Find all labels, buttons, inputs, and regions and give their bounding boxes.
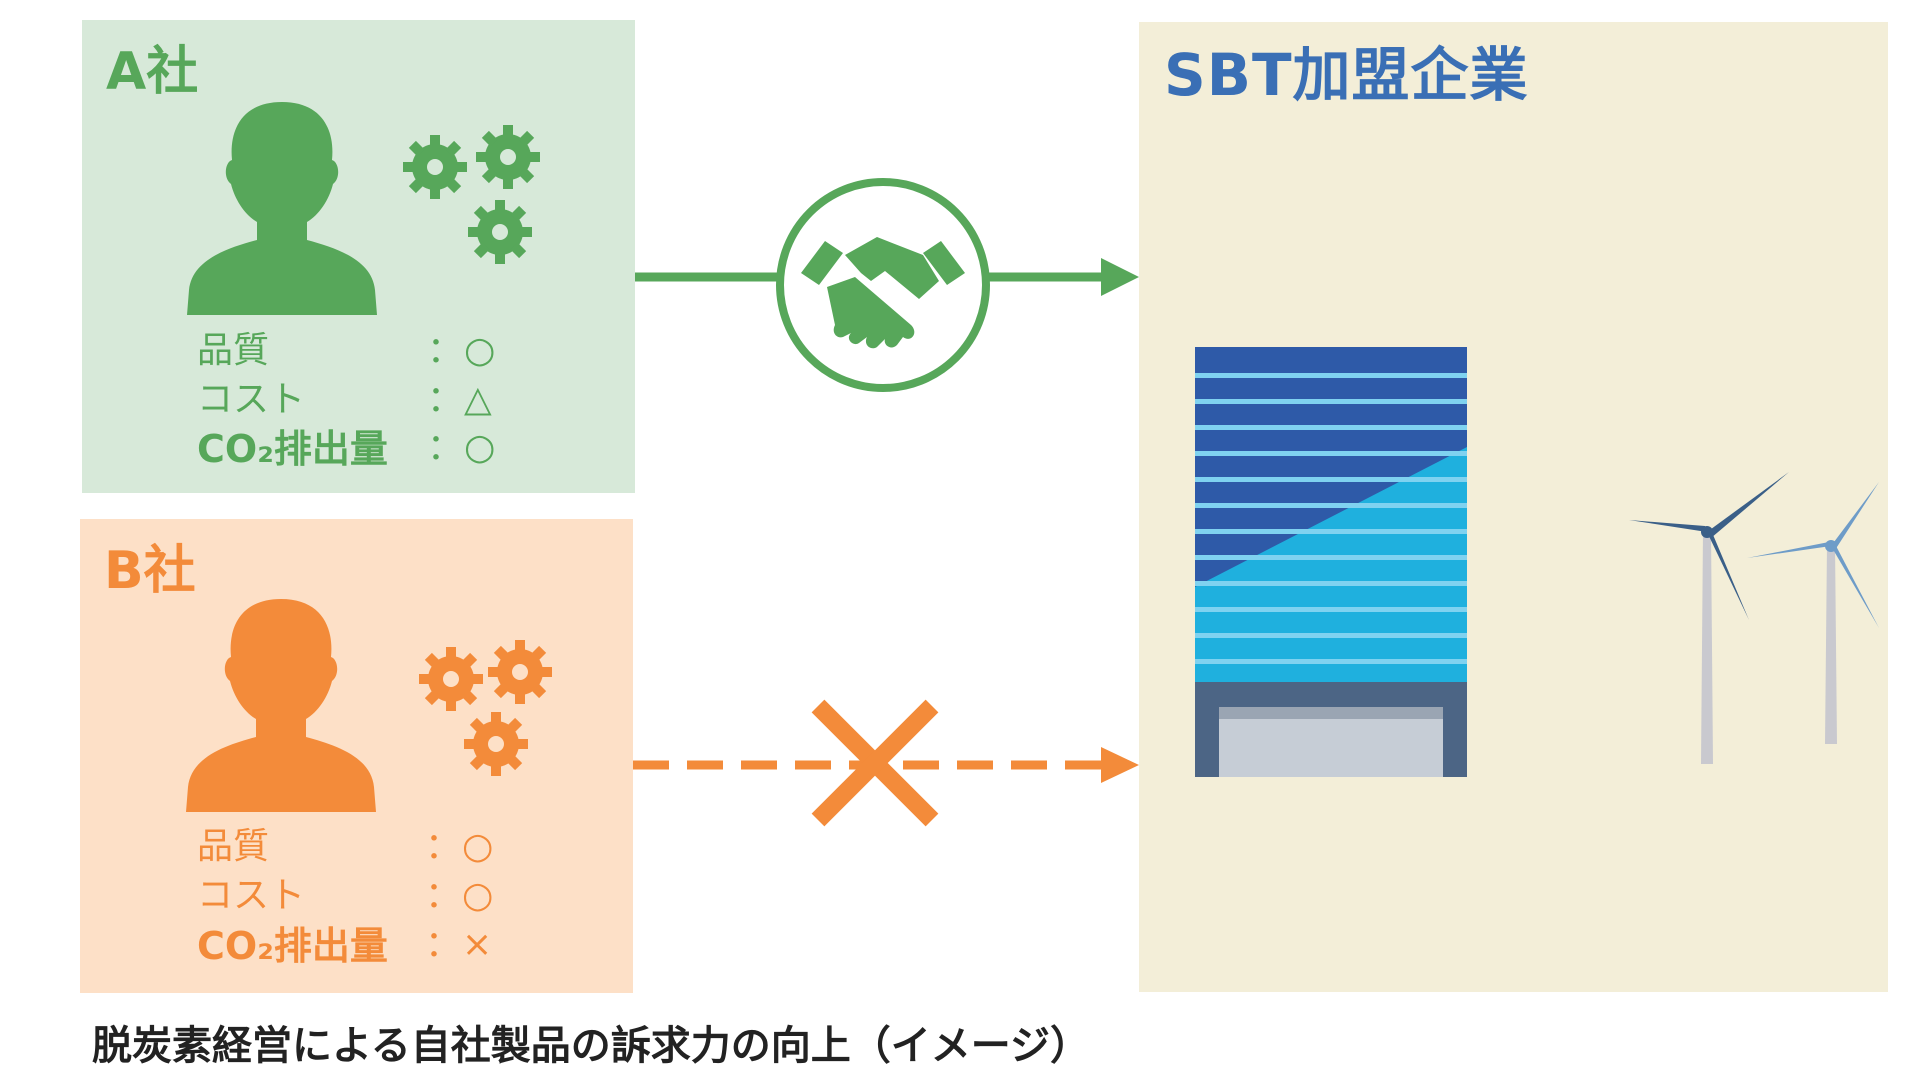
attr-separator: ：: [427, 330, 464, 371]
attr-label-cost: コスト: [197, 379, 306, 420]
attr-value-co2: ×: [462, 924, 493, 965]
handshake-icon: [776, 178, 990, 392]
attr-value-cost: △: [464, 379, 492, 420]
gears-icon: [403, 125, 540, 264]
company-b-panel: B社 品質 ：: [80, 519, 633, 993]
cross-mark-icon: [811, 699, 939, 827]
diagram-caption: 脱炭素経営による自社製品の訴求力の向上（イメージ）: [92, 1023, 1090, 1069]
attr-separator: ：: [425, 875, 462, 916]
company-a-title: A社: [106, 42, 199, 102]
company-a-panel: A社 品質 ：: [82, 20, 635, 493]
attr-separator: ：: [425, 826, 462, 867]
company-b-title: B社: [104, 541, 196, 601]
gears-icon: [419, 640, 552, 776]
attr-label-co2: CO₂排出量: [197, 427, 388, 471]
attr-value-cost: ○: [462, 875, 494, 916]
attr-label-quality: 品質: [197, 826, 270, 867]
building-icon: [1195, 347, 1467, 777]
attr-separator: ：: [427, 427, 464, 468]
attr-label-quality: 品質: [197, 330, 270, 371]
person-icon: [186, 599, 376, 812]
attr-value-quality: ○: [464, 330, 496, 371]
person-icon: [187, 102, 377, 315]
attr-separator: ：: [427, 379, 464, 420]
attr-separator: ：: [425, 924, 462, 965]
attr-value-co2: ○: [464, 427, 496, 468]
attr-label-co2: CO₂排出量: [197, 924, 388, 968]
sbt-title: SBT加盟企業: [1164, 41, 1529, 109]
sbt-company-panel: SBT加盟企業: [1139, 22, 1888, 992]
wind-turbine-icon: [1629, 472, 1879, 764]
attr-value-quality: ○: [462, 826, 494, 867]
attr-label-cost: コスト: [197, 875, 306, 916]
